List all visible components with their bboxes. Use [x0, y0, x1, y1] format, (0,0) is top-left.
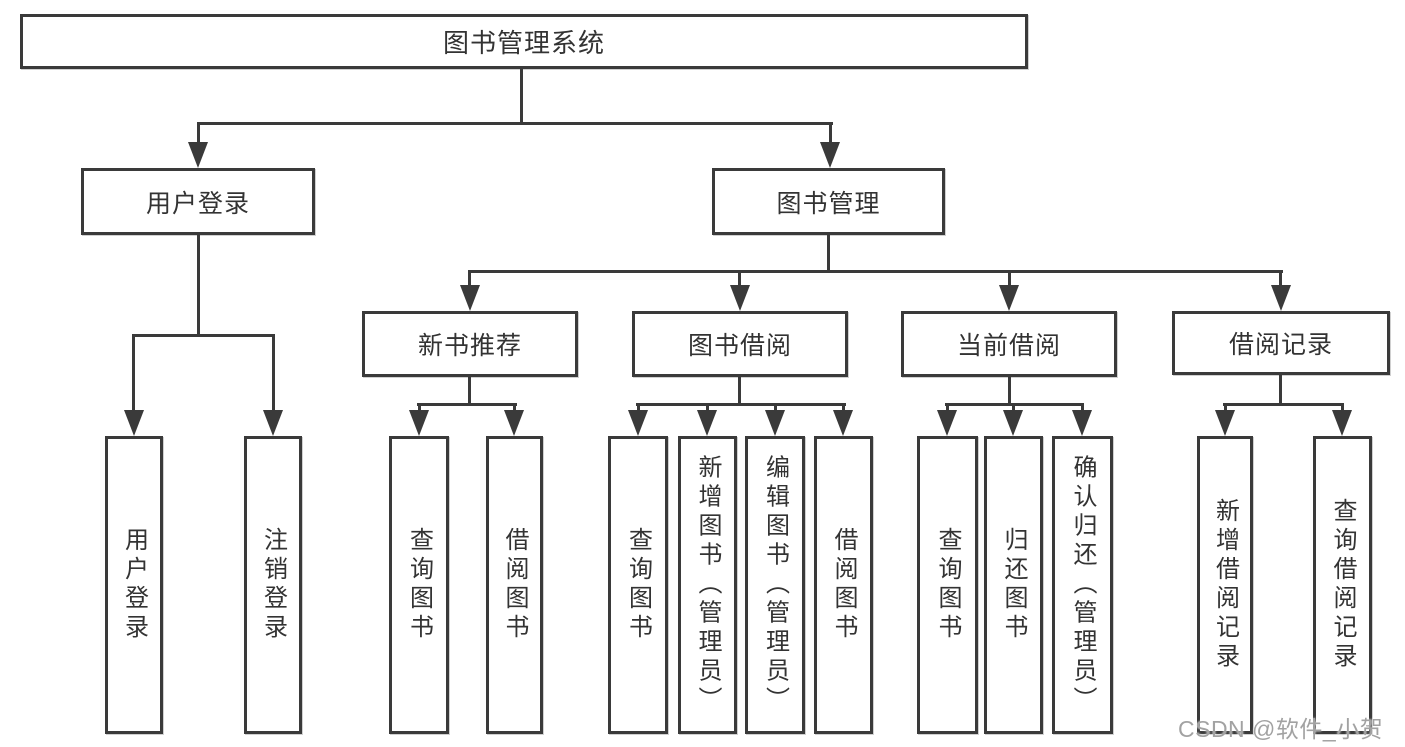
node-user-login: 用户登录: [81, 168, 315, 235]
arrowhead-down-icon: [504, 410, 524, 436]
leaf-recommend-query-books: 查询图书: [389, 436, 449, 734]
connector-drop: [272, 334, 275, 416]
connector-drop: [468, 270, 471, 290]
arrowhead-down-icon: [765, 410, 785, 436]
leaf-logout-label: 注销登录: [259, 527, 287, 643]
arrowhead-down-icon: [820, 142, 840, 168]
leaf-current-query-books-label: 查询图书: [934, 527, 961, 643]
leaf-recommend-borrow-books-label: 借阅图书: [501, 527, 528, 643]
connector-new-book-bus: [417, 403, 517, 406]
node-current-borrowing: 当前借阅: [901, 311, 1117, 377]
node-borrowing-records-label: 借阅记录: [1228, 331, 1333, 359]
node-book-borrowing-label: 图书借阅: [687, 332, 792, 360]
arrowhead-down-icon: [460, 285, 480, 311]
csdn-watermark: CSDN @软件_小贺同学: [1178, 716, 1384, 742]
arrowhead-down-icon: [124, 410, 144, 436]
node-new-book-recommend: 新书推荐: [362, 311, 578, 377]
connector-new-book-stem: [468, 377, 471, 406]
leaf-records-query-record-label: 查询借阅记录: [1329, 498, 1356, 672]
leaf-current-query-books: 查询图书: [917, 436, 978, 734]
node-borrowing-records: 借阅记录: [1172, 311, 1390, 375]
connector-drop: [1279, 270, 1282, 290]
leaf-borrowing-add-books-admin: 新增图书（管理员）: [678, 436, 737, 734]
connector-user-login-bus: [132, 334, 275, 337]
arrowhead-down-icon: [188, 142, 208, 168]
connector-records-stem: [1279, 375, 1282, 406]
connector-drop: [197, 122, 200, 150]
connector-drop: [829, 122, 832, 150]
leaf-current-return-books-label: 归还图书: [1000, 527, 1027, 643]
leaf-borrowing-edit-books-admin: 编辑图书（管理员）: [745, 436, 805, 734]
leaf-user-login-label: 用户登录: [120, 527, 148, 643]
arrowhead-down-icon: [1072, 410, 1092, 436]
leaf-borrowing-query-books-label: 查询图书: [624, 527, 652, 643]
leaf-records-add-record-label: 新增借阅记录: [1211, 498, 1239, 672]
leaf-borrowing-query-books: 查询图书: [608, 436, 668, 734]
connector-drop: [1008, 270, 1011, 290]
node-book-borrowing: 图书借阅: [632, 311, 848, 377]
leaf-borrowing-edit-books-admin-label: 编辑图书（管理员）: [761, 454, 789, 716]
node-new-book-recommend-label: 新书推荐: [417, 332, 522, 360]
leaf-records-add-record: 新增借阅记录: [1197, 436, 1253, 734]
node-user-login-label: 用户登录: [145, 189, 250, 218]
connector-user-login-stem: [197, 235, 200, 337]
arrowhead-down-icon: [833, 410, 853, 436]
leaf-user-login: 用户登录: [105, 436, 163, 734]
connector-drop: [132, 334, 135, 416]
leaf-borrowing-borrow-books-label: 借阅图书: [830, 527, 857, 643]
leaf-borrowing-borrow-books: 借阅图书: [814, 436, 873, 734]
connector-borrowing-bus: [636, 403, 846, 406]
node-root: 图书管理系统: [20, 14, 1028, 69]
arrowhead-down-icon: [999, 285, 1019, 311]
leaf-borrowing-add-books-admin-label: 新增图书（管理员）: [694, 454, 721, 716]
connector-root-bus: [197, 122, 833, 125]
leaf-recommend-borrow-books: 借阅图书: [486, 436, 543, 734]
connector-root-stem: [520, 69, 523, 125]
leaf-logout: 注销登录: [244, 436, 302, 734]
node-current-borrowing-label: 当前借阅: [956, 332, 1061, 360]
arrowhead-down-icon: [697, 410, 717, 436]
node-book-management: 图书管理: [712, 168, 945, 235]
leaf-current-return-books: 归还图书: [984, 436, 1043, 734]
connector-book-mgmt-bus: [468, 270, 1283, 273]
connector-borrowing-stem: [738, 377, 741, 406]
arrowhead-down-icon: [628, 410, 648, 436]
arrowhead-down-icon: [1215, 410, 1235, 436]
connector-records-bus: [1223, 403, 1344, 406]
arrowhead-down-icon: [263, 410, 283, 436]
arrowhead-down-icon: [1003, 410, 1023, 436]
connector-drop: [738, 270, 741, 290]
connector-book-mgmt-stem: [827, 235, 830, 273]
arrowhead-down-icon: [1332, 410, 1352, 436]
arrowhead-down-icon: [937, 410, 957, 436]
leaf-current-confirm-return-admin-label: 确认归还（管理员）: [1069, 454, 1096, 716]
leaf-current-confirm-return-admin: 确认归还（管理员）: [1052, 436, 1113, 734]
leaf-recommend-query-books-label: 查询图书: [405, 527, 433, 643]
node-book-management-label: 图书管理: [776, 189, 881, 218]
node-root-label: 图书管理系统: [442, 28, 605, 58]
connector-current-stem: [1008, 377, 1011, 406]
arrowhead-down-icon: [409, 410, 429, 436]
arrowhead-down-icon: [1271, 285, 1291, 311]
arrowhead-down-icon: [730, 285, 750, 311]
leaf-records-query-record: 查询借阅记录: [1313, 436, 1372, 734]
